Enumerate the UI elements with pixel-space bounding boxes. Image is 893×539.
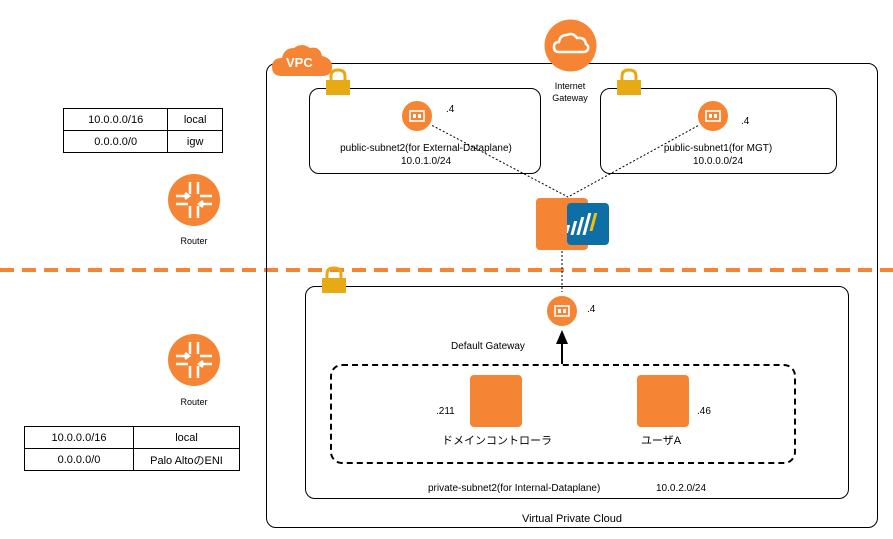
table-row: 10.0.0.0/16 local [62, 108, 223, 131]
dc-ip: .211 [436, 406, 455, 417]
subnet-int-eni-icon [545, 294, 579, 328]
subnet-ext-lock-icon [325, 68, 351, 96]
subnet-ext-eni-ip: .4 [446, 104, 455, 115]
igw-label-line1: Internet [554, 81, 586, 91]
internet-gateway [543, 18, 598, 73]
route-target: local [133, 426, 240, 449]
vpc-badge: VPC [272, 42, 332, 78]
subnet-mgt-name: public-subnet1(for MGT) [663, 143, 773, 154]
private-router-icon [168, 334, 220, 386]
user-ip: .46 [697, 406, 711, 417]
user-label: ユーザA [640, 435, 682, 447]
subnet-mgt-eni-ip: .4 [741, 116, 750, 127]
default-route-arrowhead [556, 330, 568, 344]
subnet-int-lock-icon [321, 266, 347, 294]
mgt-eni-to-firewall-line [567, 117, 713, 198]
route-target: local [167, 108, 223, 131]
paloalto-logo-icon [564, 203, 609, 245]
private-router-label: Router [180, 397, 208, 407]
subnet-mgt-cidr: 10.0.0.0/24 [692, 156, 744, 167]
subnet-mgt-eni-icon [696, 99, 730, 133]
subnet-mgt-box [600, 88, 837, 174]
instance-group [330, 364, 796, 464]
route-dest: 0.0.0.0/0 [62, 130, 169, 153]
public-router-icon [168, 174, 220, 226]
route-target: igw [167, 130, 223, 153]
subnet-ext-cidr: 10.0.1.0/24 [400, 156, 452, 167]
subnet-int-name: private-subnet2(for Internal-Dataplane) [428, 483, 601, 494]
ext-eni-to-firewall-line [417, 117, 569, 198]
subnet-int-cidr: 10.0.2.0/24 [656, 483, 707, 494]
user-instance-icon [637, 375, 689, 427]
public-route-table: 10.0.0.0/16 local 0.0.0.0/0 igw [62, 108, 223, 153]
subnet-ext-box [309, 88, 541, 174]
route-dest: 0.0.0.0/0 [24, 448, 134, 471]
cloud-icon [552, 32, 590, 54]
dc-label: ドメインコントローラ [442, 435, 552, 447]
route-dest: 10.0.0.0/16 [24, 426, 134, 449]
default-gateway-label: Default Gateway [451, 341, 525, 352]
subnet-mgt-lock-icon [616, 68, 642, 96]
table-row: 10.0.0.0/16 local [24, 426, 240, 449]
subnet-ext-eni-icon [400, 99, 434, 133]
vpc-badge-label: VPC [286, 55, 313, 70]
public-router-label: Router [180, 236, 208, 246]
vpc-caption: Virtual Private Cloud [521, 513, 623, 525]
igw-label-line2: Gateway [552, 93, 588, 103]
subnet-int-box [305, 286, 849, 499]
private-route-table: 10.0.0.0/16 local 0.0.0.0/0 Palo AltoのEN… [24, 426, 240, 471]
dc-instance-icon [470, 375, 522, 427]
subnet-ext-name: public-subnet2(for External-Dataplane) [340, 143, 512, 154]
subnet-int-eni-ip: .4 [587, 304, 596, 315]
route-dest: 10.0.0.0/16 [62, 108, 169, 131]
route-target: Palo AltoのENI [133, 448, 240, 471]
table-row: 0.0.0.0/0 igw [62, 130, 223, 153]
table-row: 0.0.0.0/0 Palo AltoのENI [24, 448, 240, 471]
